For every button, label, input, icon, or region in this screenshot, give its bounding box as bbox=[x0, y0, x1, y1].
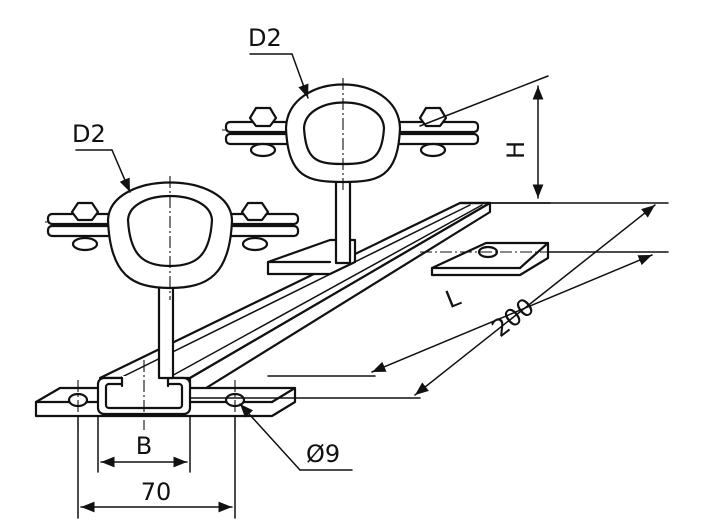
label-b: B bbox=[136, 432, 152, 460]
leader-d2-left bbox=[75, 149, 131, 193]
label-h: H bbox=[502, 141, 530, 159]
label-hole-diameter: Ø9 bbox=[306, 440, 340, 468]
pipe-clamp-right bbox=[222, 78, 480, 192]
label-d2-left: D2 bbox=[72, 120, 106, 148]
channel-profile bbox=[96, 360, 192, 430]
rear-mounting-plate bbox=[420, 241, 560, 277]
leader-d2-top bbox=[249, 53, 309, 99]
label-200: 200 bbox=[486, 293, 539, 343]
pipe-clamp-left bbox=[45, 176, 300, 300]
leader-hole bbox=[239, 403, 353, 471]
dimension-l bbox=[267, 251, 669, 377]
dimension-b bbox=[97, 415, 191, 473]
slider-plate bbox=[266, 238, 357, 276]
label-d2-top: D2 bbox=[248, 24, 282, 52]
label-l: L bbox=[442, 283, 465, 314]
dimension-70 bbox=[77, 415, 236, 519]
label-70: 70 bbox=[141, 478, 172, 506]
